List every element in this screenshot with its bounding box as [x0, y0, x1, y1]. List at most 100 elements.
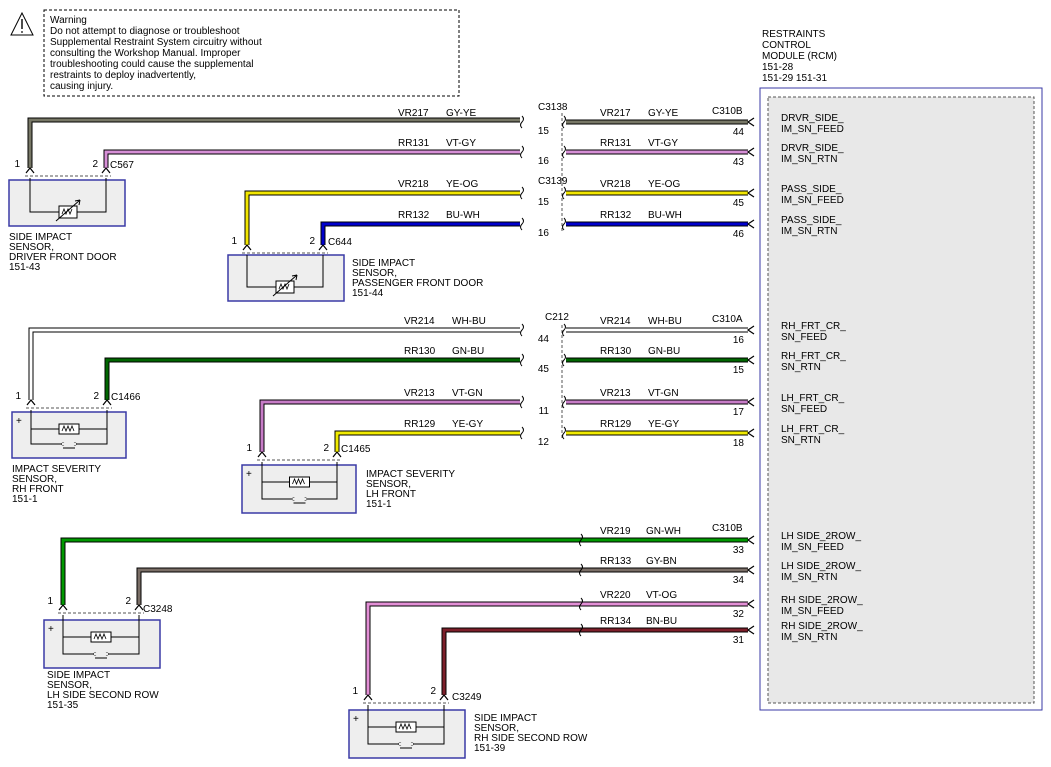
sensor-label-line: RH FRONT	[12, 484, 64, 495]
connector-break	[562, 395, 566, 409]
wire-color-label: GN-BU	[648, 346, 680, 357]
warning-line: causing injury.	[50, 81, 113, 92]
rcm-signal-label: SN_FEED	[781, 332, 827, 343]
sensor-label-line: SENSOR,	[47, 680, 92, 691]
sensor-label-line: SIDE IMPACT	[474, 713, 537, 724]
rcm-signal-label: IM_SN_RTN	[781, 572, 838, 583]
rcm-pin-number: 43	[733, 157, 745, 168]
pin-arrow	[363, 694, 373, 701]
sensor-label-line: 151-43	[9, 262, 41, 273]
rcm-pin-number: 17	[733, 407, 745, 418]
sensor-connector-label: C1466	[111, 392, 141, 403]
variable-arrowhead	[291, 274, 298, 281]
connector-break	[579, 597, 583, 611]
circuit-label: VR220	[600, 590, 631, 601]
circuit-label: VR213	[404, 388, 435, 399]
wire-w9	[61, 538, 748, 605]
rcm-signal-label: IM_SN_FEED	[781, 195, 844, 206]
resistor-zigzag	[61, 424, 75, 433]
sensor-pin-number: 1	[14, 159, 20, 170]
wire-w11	[365, 601, 748, 695]
rcm-pin-number: 44	[733, 127, 745, 138]
connector-break	[520, 353, 524, 367]
circuit-label: RR129	[404, 419, 436, 430]
pin-arrow	[746, 117, 755, 127]
plus-sign: +	[246, 469, 252, 480]
rcm-pin-number: 32	[733, 609, 745, 620]
circuit-label: RR133	[600, 556, 632, 567]
sensor-pin-number: 2	[309, 236, 315, 247]
connector-break	[579, 563, 583, 577]
plus-sign: +	[48, 624, 54, 635]
circuit-label: RR131	[600, 138, 632, 149]
sensor-pin-number: 1	[231, 236, 237, 247]
connector-break	[520, 395, 524, 409]
wire-w5-left	[29, 328, 520, 400]
sensor-connector-label: C1465	[341, 444, 371, 455]
circuit-label: VR214	[600, 316, 631, 327]
wire-w7-left	[260, 400, 520, 452]
wire-w2-left	[104, 150, 520, 168]
rcm-signal-label: DRVR_SIDE_	[781, 113, 844, 124]
wire-color-label: YE-GY	[648, 419, 679, 430]
rcm-signal-label: IM_SN_RTN	[781, 632, 838, 643]
connector-c3138: C3138	[538, 102, 568, 113]
connector-break	[579, 533, 583, 547]
rcm-signal-label: LH_FRT_CR_	[781, 424, 845, 435]
plus-sign: +	[16, 416, 22, 427]
pin-number: 44	[538, 334, 550, 345]
circuit-label: VR218	[398, 179, 429, 190]
connector-break	[562, 353, 566, 367]
sensor-housing	[8, 179, 126, 227]
sensor-pin-number: 2	[125, 596, 131, 607]
sensor-label-line: DRIVER FRONT DOOR	[9, 252, 117, 263]
rcm-pin-number: 45	[733, 198, 745, 209]
sensor-label-line: IMPACT SEVERITY	[12, 464, 101, 475]
wire-w12	[441, 627, 748, 695]
sensor-label-line: SENSOR,	[474, 723, 519, 734]
wire-w4-left	[321, 222, 520, 245]
wire-color-label: GY-YE	[446, 108, 477, 119]
pin-number: 15	[538, 197, 550, 208]
circuit-label: RR131	[398, 138, 430, 149]
wire-color-label: VT-GN	[648, 388, 679, 399]
circuit-label: RR129	[600, 419, 632, 430]
sensor-pin-number: 2	[92, 159, 98, 170]
warning-line: Supplemental Restraint System circuitry …	[50, 37, 262, 48]
rcm-signal-label: SN_RTN	[781, 435, 821, 446]
warning-line: troubleshooting could cause the suppleme…	[50, 59, 253, 70]
pin-arrow	[746, 355, 755, 365]
rcm-pin-number: 46	[733, 229, 745, 240]
rcm-signal-label: IM_SN_RTN	[781, 154, 838, 165]
sensor-label-line: IMPACT SEVERITY	[366, 469, 455, 480]
pin-arrow	[746, 535, 755, 545]
rcm-title-line: CONTROL	[762, 40, 811, 51]
pin-arrow	[242, 244, 252, 251]
rcm-signal-label: RH_FRT_CR_	[781, 321, 846, 332]
switch-gap	[292, 498, 307, 500]
warning-line: restraints to deploy inadvertently,	[50, 70, 196, 81]
sensor-label-line: 151-35	[47, 700, 79, 711]
wire-color-label: GY-BN	[646, 556, 677, 567]
connector-c212: C212	[545, 312, 569, 323]
pin-arrow	[746, 428, 755, 438]
sensor-label-line: PASSENGER FRONT DOOR	[352, 278, 483, 289]
pin-arrow	[746, 147, 755, 157]
sensor-pin-number: 2	[93, 391, 99, 402]
pin-arrow	[746, 625, 755, 635]
rcm-signal-label: RH SIDE_2ROW_	[781, 621, 863, 632]
rcm-pin-number: 34	[733, 575, 745, 586]
variable-arrowhead	[74, 199, 81, 206]
rcm-pin-number: 15	[733, 365, 745, 376]
sensor-label-line: RH SIDE SECOND ROW	[474, 733, 588, 744]
sensor-housing	[241, 464, 357, 514]
connector-break	[562, 115, 566, 129]
sensor-label-line: 151-44	[352, 288, 384, 299]
rcm-pin-number: 33	[733, 545, 745, 556]
wire-color-label: VT-GY	[446, 138, 476, 149]
